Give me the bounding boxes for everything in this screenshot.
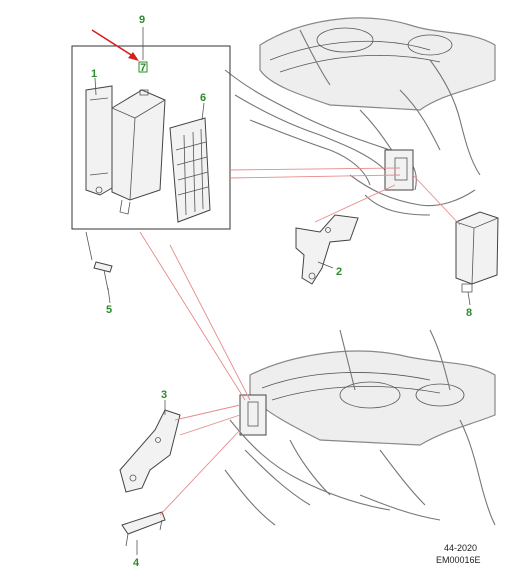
- callout-3: 3: [161, 389, 167, 401]
- lower-dashboard-assembly: [224, 329, 496, 526]
- connector-part-6: [169, 117, 211, 223]
- label-part-7: [138, 61, 148, 73]
- leader-lines: [139, 167, 461, 516]
- bracket-part-2: [295, 214, 359, 285]
- control-module-part-9: [111, 89, 166, 201]
- callout-8: 8: [466, 307, 472, 319]
- callout-leaders: [94, 27, 471, 555]
- upper-dashboard-assembly: [224, 17, 496, 216]
- diagram-code-bottom: EM00016E: [436, 555, 481, 565]
- callout-4: 4: [133, 557, 140, 569]
- detail-box: [71, 45, 231, 230]
- bracket-part-4: [121, 511, 166, 535]
- callout-2: 2: [336, 266, 342, 278]
- bracket-part-3: [119, 409, 181, 493]
- callout-5: 5: [106, 304, 112, 316]
- callout-1: 1: [91, 68, 97, 80]
- callout-9: 9: [139, 14, 145, 26]
- bracket-part-1: [85, 85, 113, 196]
- diagram-code-top: 44-2020: [444, 543, 477, 553]
- red-arrow-icon: [91, 29, 139, 61]
- callout-6: 6: [200, 92, 206, 104]
- callout-7: 7: [140, 62, 146, 74]
- screw-part-5: [85, 231, 113, 291]
- module-part-8: [455, 211, 499, 293]
